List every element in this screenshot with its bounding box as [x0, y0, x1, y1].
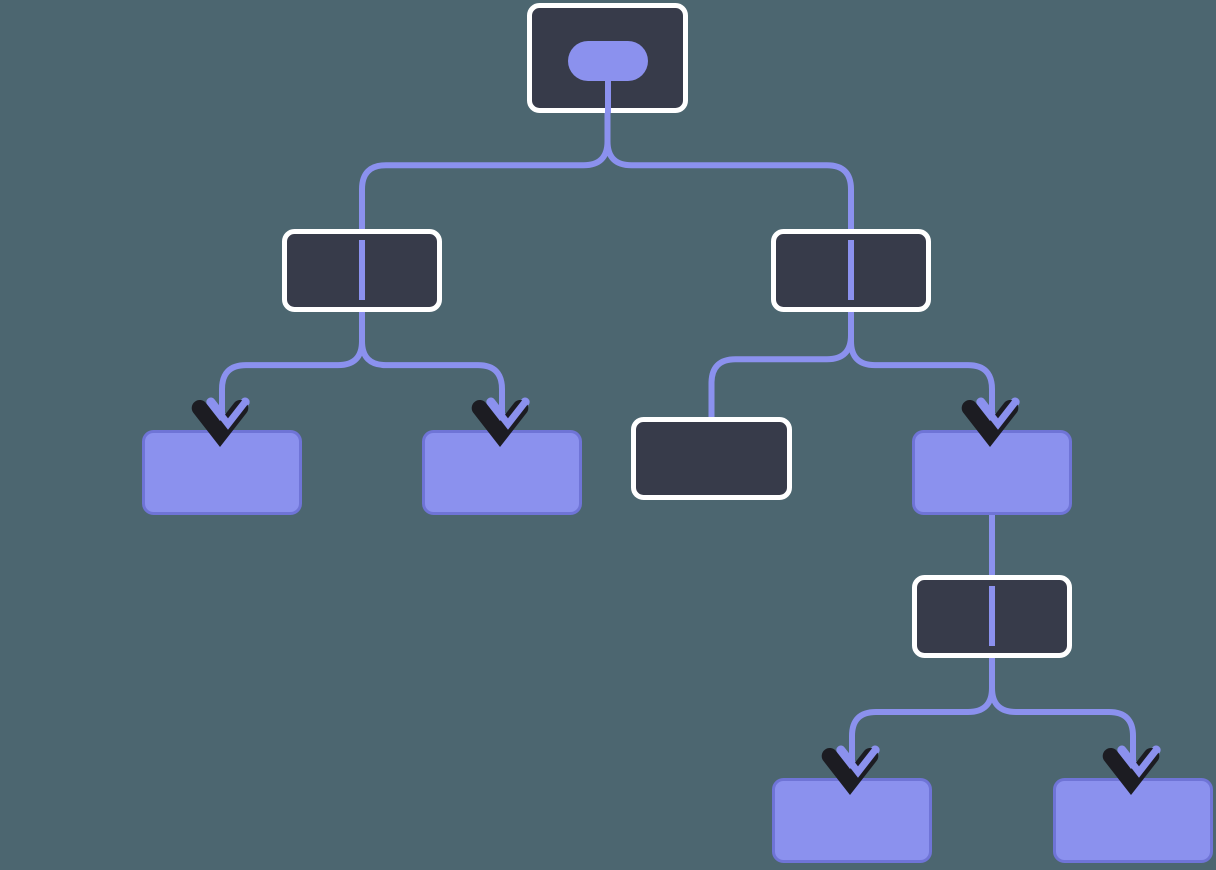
- edge-e-l1-leafb: [359, 312, 505, 430]
- node-bar-glyph: [359, 240, 365, 300]
- edge-e-r1-leafc: [848, 312, 995, 430]
- arrowheads-layer: [191, 397, 1161, 796]
- node-pill-glyph: [568, 41, 648, 81]
- arrowhead-leaf-a: [191, 397, 250, 448]
- node-box[interactable]: [631, 417, 792, 500]
- node-n-l1[interactable]: [282, 229, 442, 312]
- node-n-r2-left[interactable]: [631, 417, 792, 500]
- arrowhead-tip-icon: [977, 398, 1019, 430]
- arrowhead-tip-icon: [1118, 746, 1160, 778]
- edges-layer: [219, 113, 1136, 778]
- edge-e-root-l1: [359, 113, 611, 229]
- node-root[interactable]: [527, 3, 688, 114]
- node-bar-glyph: [848, 240, 854, 300]
- arrowhead-tip-icon: [207, 398, 249, 430]
- node-stem-glyph: [605, 75, 611, 113]
- node-n-r1[interactable]: [771, 229, 931, 312]
- edge-e-r3-leafe: [989, 658, 1136, 778]
- edge-e-root-r1: [604, 113, 854, 229]
- arrowhead-leaf-b: [471, 397, 530, 448]
- node-bar-glyph: [989, 586, 995, 646]
- nodes-layer: [142, 3, 1213, 863]
- arrowhead-tip-icon: [837, 746, 879, 778]
- arrowhead-leaf-c: [961, 397, 1020, 448]
- arrowhead-tip-icon: [487, 398, 529, 430]
- arrowhead-leaf-d: [821, 745, 880, 796]
- edge-e-r1-dark: [708, 312, 854, 417]
- arrowhead-leaf-e: [1102, 745, 1161, 796]
- node-n-r3[interactable]: [912, 575, 1072, 658]
